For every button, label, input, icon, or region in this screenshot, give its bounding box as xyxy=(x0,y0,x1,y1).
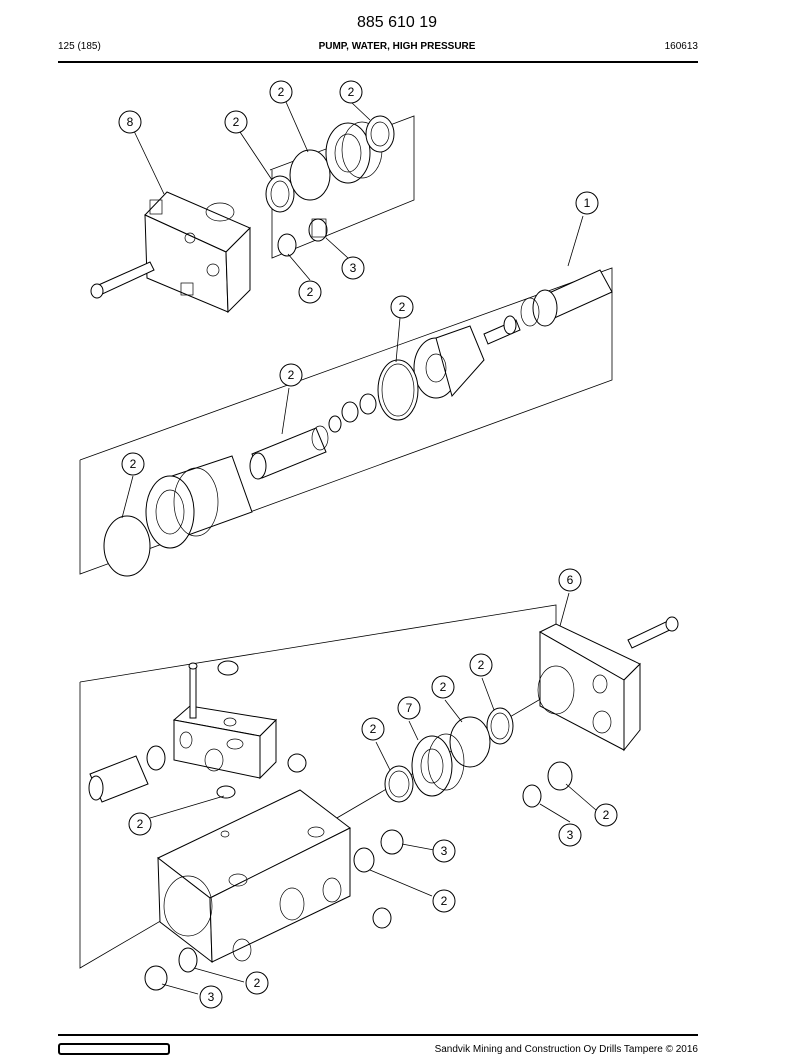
callout-1: 2 xyxy=(269,80,293,104)
callout-12: 2 xyxy=(469,653,493,677)
middle-panel-outline xyxy=(79,267,613,575)
valves-lower xyxy=(144,829,404,991)
svg-text:2: 2 xyxy=(348,85,355,99)
callout-3: 8 xyxy=(118,110,142,134)
document-number: 885 610 19 xyxy=(356,14,438,31)
callout-9: 2 xyxy=(279,363,303,387)
callout-13: 2 xyxy=(431,675,455,699)
large-oring-mid xyxy=(377,359,419,421)
callout-5: 1 xyxy=(575,191,599,215)
callout-16: 2 xyxy=(128,812,152,836)
top-block-lower xyxy=(172,705,278,780)
plug-lower-top xyxy=(287,753,307,773)
svg-text:1: 1 xyxy=(584,196,591,210)
callout-22: 2 xyxy=(245,971,269,995)
svg-text:2: 2 xyxy=(307,285,314,299)
bolt-upper xyxy=(90,261,155,299)
callout-17: 3 xyxy=(432,839,456,863)
small-seals-mid xyxy=(328,393,377,433)
callout-21: 3 xyxy=(199,985,223,1009)
svg-text:2: 2 xyxy=(233,115,240,129)
flange-lower-7 xyxy=(411,733,465,797)
callout-7: 2 xyxy=(298,280,322,304)
valve-lower-right xyxy=(522,761,573,808)
page-reference: 125 (185) xyxy=(58,41,101,52)
oring-lower-b xyxy=(384,765,414,803)
svg-text:2: 2 xyxy=(478,658,485,672)
callout-11: 6 xyxy=(558,568,582,592)
svg-text:2: 2 xyxy=(288,368,295,382)
valve-housing-mid xyxy=(413,325,485,399)
valve-upper xyxy=(308,218,328,242)
document-date: 160613 xyxy=(664,41,698,52)
svg-text:2: 2 xyxy=(370,722,377,736)
svg-text:2: 2 xyxy=(137,817,144,831)
svg-text:2: 2 xyxy=(254,976,261,990)
disc-upper xyxy=(289,149,331,201)
callout-4: 2 xyxy=(224,110,248,134)
main-cylinder-mid xyxy=(145,455,253,549)
callout-8: 2 xyxy=(390,295,414,319)
bolt-lower-right xyxy=(627,616,679,649)
callout-18: 2 xyxy=(432,889,456,913)
svg-text:7: 7 xyxy=(406,701,413,715)
svg-text:2: 2 xyxy=(441,894,448,908)
small-seals-lower xyxy=(178,785,375,973)
seal-ring-upper-b xyxy=(365,115,395,153)
oring-lower-a xyxy=(486,707,514,745)
callout-2: 2 xyxy=(339,80,363,104)
callout-20: 2 xyxy=(594,803,618,827)
callout-10: 2 xyxy=(121,452,145,476)
callout-19: 3 xyxy=(558,823,582,847)
header-rule xyxy=(58,61,698,63)
callout-15: 2 xyxy=(361,717,385,741)
svg-text:6: 6 xyxy=(567,573,574,587)
footer-copyright: Sandvik Mining and Construction Oy Drill… xyxy=(434,1044,698,1055)
disc-lower xyxy=(449,716,491,768)
svg-text:3: 3 xyxy=(350,261,357,275)
svg-text:2: 2 xyxy=(399,300,406,314)
seal-ring-upper-a xyxy=(265,175,295,213)
svg-text:2: 2 xyxy=(278,85,285,99)
page-title: PUMP, WATER, HIGH PRESSURE xyxy=(318,41,476,52)
main-block-lower xyxy=(157,789,351,964)
bolts-top-block xyxy=(188,660,239,719)
callout-14: 7 xyxy=(397,696,421,720)
svg-text:2: 2 xyxy=(440,680,447,694)
oring-upper-small xyxy=(277,233,297,257)
flange-upper xyxy=(325,121,383,184)
svg-text:3: 3 xyxy=(567,828,574,842)
cylinder-body-1 xyxy=(520,269,613,327)
filter-housing xyxy=(88,755,149,803)
ring-left-lower xyxy=(146,745,166,771)
sandvik-logo xyxy=(58,1043,170,1055)
svg-text:2: 2 xyxy=(130,457,137,471)
seal-disc-mid xyxy=(103,515,151,577)
svg-text:3: 3 xyxy=(208,990,215,1004)
footer-rule xyxy=(58,1034,698,1036)
leader-lines xyxy=(121,101,597,995)
svg-text:3: 3 xyxy=(441,844,448,858)
callout-6: 3 xyxy=(341,256,365,280)
svg-text:8: 8 xyxy=(127,115,134,129)
end-block-6 xyxy=(537,623,641,752)
svg-text:2: 2 xyxy=(603,808,610,822)
end-block-8 xyxy=(144,191,251,314)
plunger-sleeve xyxy=(249,425,329,480)
piston-rod xyxy=(483,315,521,345)
